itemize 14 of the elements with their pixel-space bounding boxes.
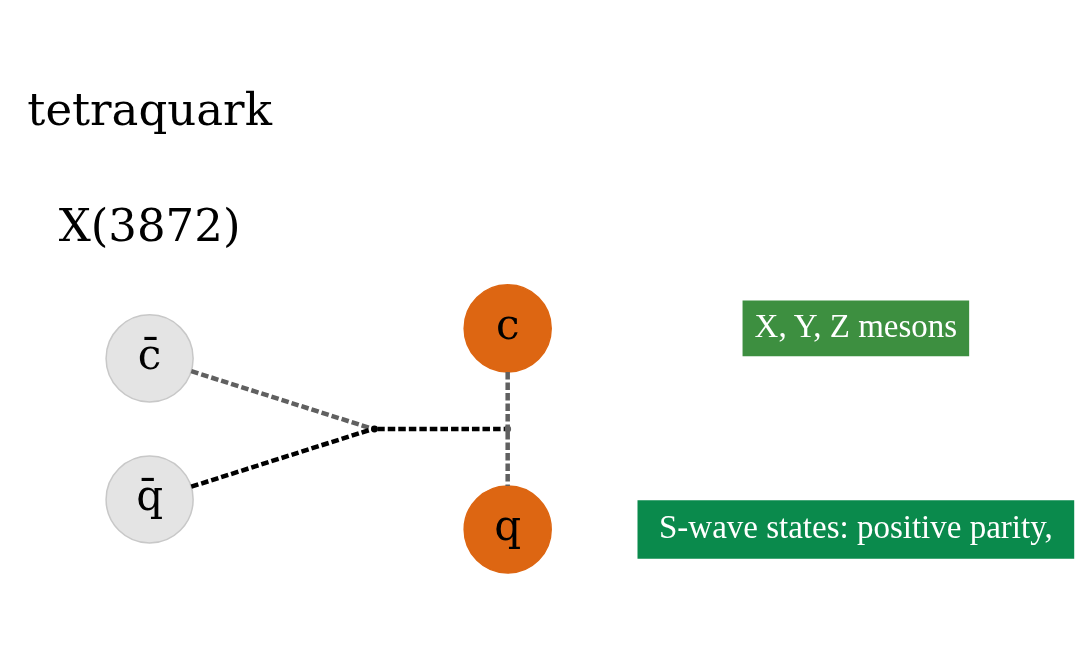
node-point [504,425,512,433]
node-box: S-wave states: positive parity, [637,500,1075,559]
node-circle: c̄ [105,314,194,403]
node-box: X, Y, Z mesons [742,300,970,357]
connector [190,369,373,431]
node-circle: q [463,485,552,574]
node-circle: q̄ [105,455,194,544]
node-point [370,425,378,433]
connector [505,371,510,427]
label: X(3872) [58,198,241,252]
node-circle: c [463,284,552,373]
connector [505,432,510,486]
label: tetraquark [27,83,272,137]
connector [377,426,505,432]
